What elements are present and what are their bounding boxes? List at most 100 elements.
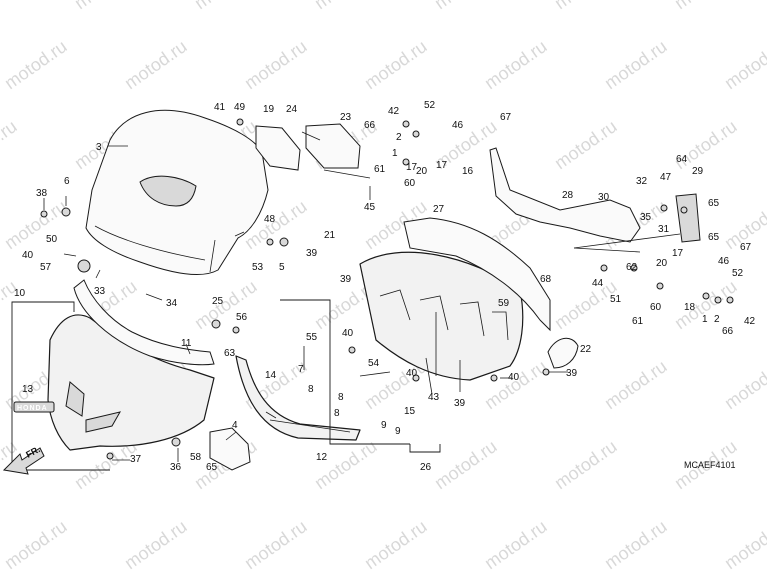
front-direction-arrow: FR. xyxy=(2,444,45,475)
watermark-text: motod.ru xyxy=(361,36,431,93)
callout-40: 40 xyxy=(342,328,354,339)
watermark-text: motod.ru xyxy=(241,516,311,573)
callout-19: 19 xyxy=(263,104,275,115)
inner-panel xyxy=(359,251,524,381)
callout-2: 2 xyxy=(714,314,720,325)
upper-cover xyxy=(403,217,551,332)
callout-61: 61 xyxy=(632,316,644,327)
watermark-text: motod.ru xyxy=(1,196,71,253)
callout-16: 16 xyxy=(462,166,474,177)
watermark-text: motod.ru xyxy=(601,36,671,93)
watermark-text: motod.ru xyxy=(121,36,191,93)
callout-20: 20 xyxy=(656,258,668,269)
callout-35: 35 xyxy=(640,212,652,223)
callout-63: 63 xyxy=(224,348,236,359)
watermark-text: motod.ru xyxy=(551,436,621,493)
fasteners xyxy=(40,118,734,460)
callout-28: 28 xyxy=(562,190,574,201)
callout-60: 60 xyxy=(404,178,416,189)
callout-9: 9 xyxy=(395,426,401,437)
watermark-text: motod.ru xyxy=(0,0,20,13)
front-cowl: HONDA xyxy=(13,279,215,451)
watermark-text: motod.ru xyxy=(71,0,141,13)
callout-66: 66 xyxy=(722,326,734,337)
watermark-text: motod.ru xyxy=(241,36,311,93)
callout-46: 46 xyxy=(718,256,730,267)
callout-23: 23 xyxy=(340,112,352,123)
callout-53: 53 xyxy=(252,262,264,273)
callout-62: 62 xyxy=(626,262,638,273)
callout-14: 14 xyxy=(265,370,277,381)
watermark-text: motod.ru xyxy=(671,0,741,13)
left-bracket xyxy=(209,427,251,471)
watermark-text: motod.ru xyxy=(721,36,767,93)
callout-48: 48 xyxy=(264,214,276,225)
watermark-text: motod.ru xyxy=(551,0,621,13)
watermark-text: motod.ru xyxy=(721,516,767,573)
callout-66: 66 xyxy=(364,120,376,131)
callout-24: 24 xyxy=(286,104,298,115)
callout-59: 59 xyxy=(498,298,510,309)
watermark-text: motod.ru xyxy=(601,356,671,413)
callout-58: 58 xyxy=(190,452,202,463)
callout-44: 44 xyxy=(592,278,604,289)
watermark-text: motod.ru xyxy=(481,516,551,573)
callout-10: 10 xyxy=(14,288,26,299)
callout-39: 39 xyxy=(340,274,352,285)
callout-42: 42 xyxy=(388,106,400,117)
watermark-text: motod.ru xyxy=(191,0,261,13)
callout-68: 68 xyxy=(540,274,552,285)
callout-7: 7 xyxy=(298,364,304,375)
callout-9: 9 xyxy=(381,420,387,431)
callout-60: 60 xyxy=(650,302,662,313)
leader-lines xyxy=(43,131,681,462)
callout-18: 18 xyxy=(684,302,696,313)
callout-39: 39 xyxy=(566,368,578,379)
watermark-text: motod.ru xyxy=(121,516,191,573)
callout-39: 39 xyxy=(454,398,466,409)
callout-layer: 1 1 2 2 3 4 5 6 7 8 8 8 9 9 10 11 12 13 … xyxy=(14,100,756,473)
air-duct xyxy=(547,337,579,369)
callout-52: 52 xyxy=(732,268,744,279)
watermark-text: motod.ru xyxy=(311,436,381,493)
watermark-text: motod.ru xyxy=(431,0,501,13)
callout-64: 64 xyxy=(676,154,688,165)
callout-51: 51 xyxy=(610,294,622,305)
callout-22: 22 xyxy=(580,344,592,355)
callout-45: 45 xyxy=(364,202,376,213)
callout-30: 30 xyxy=(598,192,610,203)
stay-bracket xyxy=(489,147,641,243)
watermark-text: motod.ru xyxy=(601,516,671,573)
callout-33: 33 xyxy=(94,286,106,297)
callout-3: 3 xyxy=(96,142,102,153)
center-garnish xyxy=(235,355,361,441)
watermark-text: motod.ru xyxy=(311,0,381,13)
callout-38: 38 xyxy=(36,188,48,199)
callout-25: 25 xyxy=(212,296,224,307)
watermark-text: motod.ru xyxy=(721,356,767,413)
callout-65: 65 xyxy=(708,232,720,243)
callout-50: 50 xyxy=(46,234,58,245)
watermark-text: motod.ru xyxy=(191,276,261,333)
callout-17: 17 xyxy=(672,248,684,259)
callout-11: 11 xyxy=(181,338,192,349)
callout-15: 15 xyxy=(404,406,416,417)
callout-67: 67 xyxy=(740,242,752,253)
callout-43: 43 xyxy=(428,392,440,403)
callout-17: 17 xyxy=(406,162,418,173)
watermark-text: motod.ru xyxy=(361,516,431,573)
callout-8: 8 xyxy=(338,392,344,403)
callout-56: 56 xyxy=(236,312,248,323)
callout-13: 13 xyxy=(22,384,34,395)
watermark-text: motod.ru xyxy=(431,436,501,493)
callout-26: 26 xyxy=(420,462,432,473)
watermark-text: motod.ru xyxy=(1,36,71,93)
right-stay xyxy=(675,193,701,243)
callout-20: 20 xyxy=(416,166,428,177)
callout-12: 12 xyxy=(316,452,328,463)
callout-52: 52 xyxy=(424,100,436,111)
callout-29: 29 xyxy=(692,166,704,177)
callout-65: 65 xyxy=(708,198,720,209)
callout-42: 42 xyxy=(744,316,756,327)
watermark-text: motod.ru xyxy=(481,36,551,93)
